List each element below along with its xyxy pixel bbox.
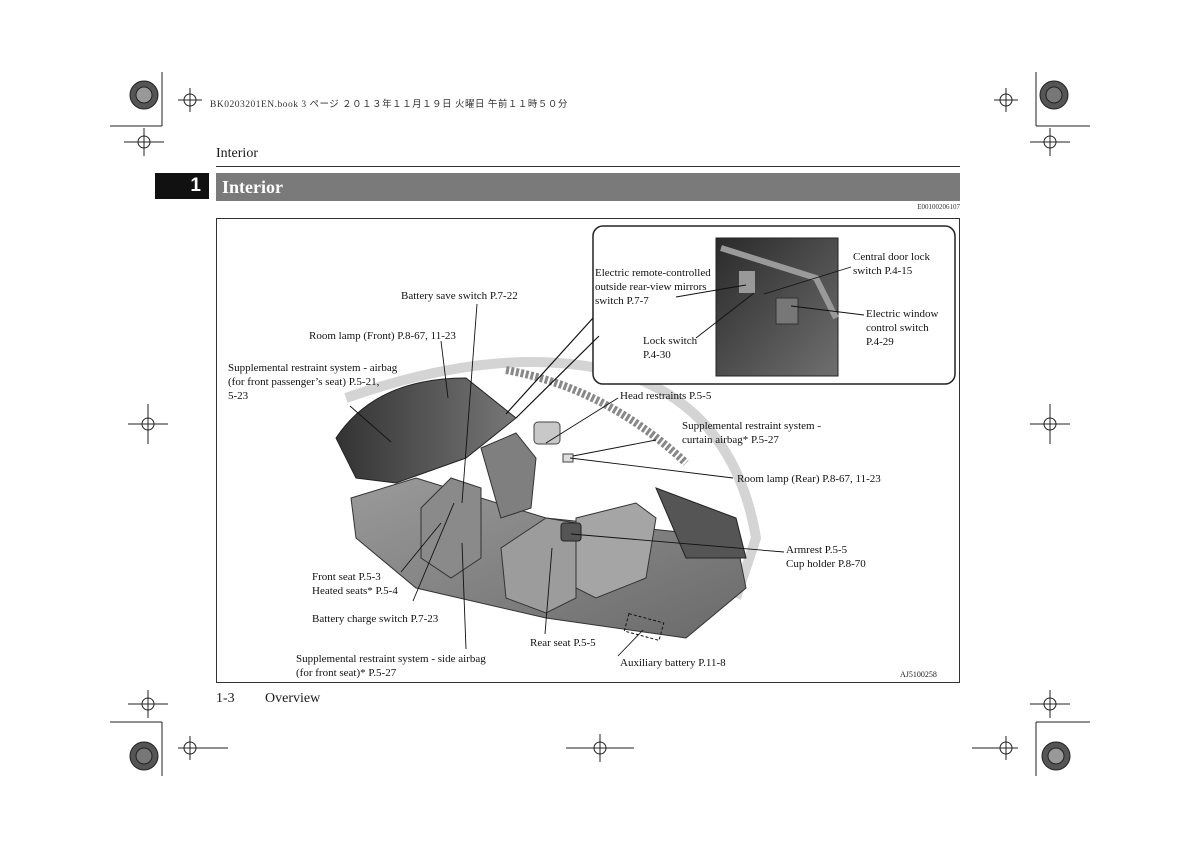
label-battery-charge-switch: Battery charge switch P.7-23 <box>312 613 439 625</box>
label-central-door-lock: Central door lock switch P.4-15 <box>853 250 930 278</box>
label-curtain-airbag: Supplemental restraint system - curtain … <box>682 419 821 447</box>
label-line: 5-23 <box>228 390 249 402</box>
chapter-tab: 1 <box>155 173 209 199</box>
label-line: control switch <box>866 322 929 334</box>
label-line: switch P.4-15 <box>853 265 913 277</box>
label-rear-seat: Rear seat P.5-5 <box>530 637 596 649</box>
label-line: switch P.7-7 <box>595 295 649 307</box>
label-line: Electric window <box>866 308 939 320</box>
label-line: Supplemental restraint system - side air… <box>296 653 486 665</box>
label-front-seat: Front seat P.5-3 Heated seats* P.5-4 <box>312 570 398 598</box>
label-line: P.4-30 <box>643 349 671 361</box>
label-line: Electric remote-controlled <box>595 267 711 279</box>
page-number: 1-3 <box>216 691 235 706</box>
label-line: (for front seat)* P.5-27 <box>296 667 397 679</box>
header-rule <box>216 166 960 167</box>
running-head: Interior <box>216 146 258 161</box>
label-mirrors-switch: Electric remote-controlled outside rear-… <box>595 266 711 308</box>
footer-section: Overview <box>265 691 321 706</box>
section-title: Interior <box>216 173 960 201</box>
label-head-restraints: Head restraints P.5-5 <box>620 390 712 402</box>
interior-illustration <box>335 225 956 657</box>
figure-frame <box>216 218 960 683</box>
label-line: Lock switch <box>643 335 698 347</box>
label-armrest: Armrest P.5-5 Cup holder P.8-70 <box>786 543 866 571</box>
label-line: (for front passenger’s seat) P.5-21, <box>228 376 380 388</box>
section-code: E00100206107 <box>917 203 960 211</box>
label-line: Front seat P.5-3 <box>312 571 381 583</box>
figure-code: AJ5100258 <box>900 670 937 679</box>
label-srs-front-passenger: Supplemental restraint system - airbag (… <box>228 361 397 403</box>
label-window-switch: Electric window control switch P.4-29 <box>866 307 938 349</box>
label-line: Armrest P.5-5 <box>786 544 848 556</box>
label-line: curtain airbag* P.5-27 <box>682 434 779 446</box>
label-line: outside rear-view mirrors <box>595 281 707 293</box>
label-room-lamp-front: Room lamp (Front) P.8-67, 11-23 <box>309 330 456 342</box>
label-room-lamp-rear: Room lamp (Rear) P.8-67, 11-23 <box>737 473 881 485</box>
label-line: Central door lock <box>853 251 930 263</box>
label-side-airbag: Supplemental restraint system - side air… <box>296 652 486 680</box>
label-line: Supplemental restraint system - <box>682 420 821 432</box>
label-line: Supplemental restraint system - airbag <box>228 362 398 374</box>
label-line: Heated seats* P.5-4 <box>312 585 398 597</box>
label-auxiliary-battery: Auxiliary battery P.11-8 <box>620 657 726 669</box>
section-title-text: Interior <box>222 176 283 197</box>
label-lock-switch: Lock switch P.4-30 <box>643 334 697 362</box>
label-battery-save-switch: Battery save switch P.7-22 <box>401 290 518 302</box>
print-header: BK0203201EN.book 3 ページ ２０１３年１１月１９日 火曜日 午… <box>210 100 568 110</box>
label-line: P.4-29 <box>866 336 894 348</box>
label-line: Cup holder P.8-70 <box>786 558 866 570</box>
